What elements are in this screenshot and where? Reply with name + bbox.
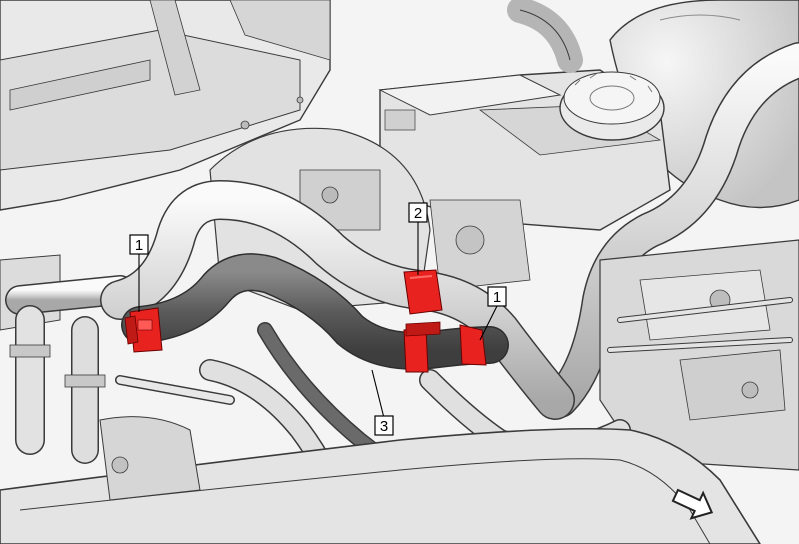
callout-1-right-label: 1 [493,289,501,306]
callout-2-label: 2 [414,205,422,222]
cowl-panel [0,0,331,211]
callout-1-right: 1 [487,286,507,307]
hose-clamp-left [124,307,163,353]
right-coolant-tube [542,42,799,418]
callout-2: 2 [408,202,428,223]
callout-1-left: 1 [129,234,149,255]
callout-3-label: 3 [380,418,388,435]
left-fittings [0,254,135,464]
forward-arrow-icon [671,488,714,520]
master-cylinder-reservoir [378,69,671,231]
engine-components-right [599,239,799,471]
callout-leaders [138,222,498,419]
callout-1-left-label: 1 [135,237,143,254]
callout-3: 3 [374,415,394,436]
hose-clamp-2 [403,269,443,315]
heater-outlet-hose [121,253,509,370]
hose-clamp-right [403,321,487,373]
air-cleaner-housing [0,416,761,544]
